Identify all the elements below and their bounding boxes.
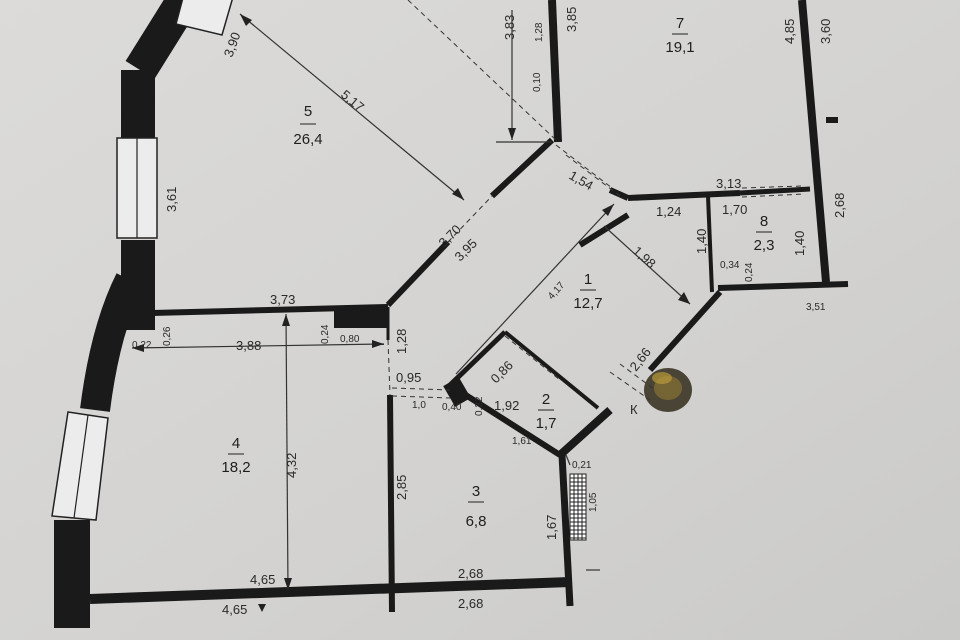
dim-label: 2,68: [458, 566, 483, 581]
dim-label: 4,32: [284, 453, 299, 478]
dim-label: 3,60: [818, 19, 833, 44]
dim-label: 4,65: [222, 602, 247, 617]
dim-label: 0,21: [572, 460, 592, 471]
dim-label: 0,24: [744, 262, 755, 282]
dim-label: 3,51: [806, 302, 826, 313]
dim-label: 1,24: [656, 204, 681, 219]
dim-label: 1,0: [412, 400, 426, 411]
room-8-area: 2,3: [754, 237, 775, 254]
dim-label: 3,88: [236, 338, 261, 353]
dim-label: 2,68: [458, 596, 483, 611]
dimension-labels: 3,90 5,17 3,61 3,83 1,28 3,85 0,10 4,85 …: [132, 7, 847, 617]
dim-label: 0,95: [396, 370, 421, 385]
room-4-number: 4: [232, 435, 240, 452]
dim-label: 1,70: [722, 202, 747, 217]
dim-label: 3,13: [716, 176, 741, 191]
dim-label: 0,22: [132, 340, 152, 351]
room-labels: 5 26,4 7 19,1 1 12,7 8 2,3 2 1,7 4 18,2 …: [221, 15, 774, 530]
room-5-number: 5: [304, 103, 312, 120]
window-top: [175, 0, 233, 36]
room-1-number: 1: [584, 271, 592, 288]
dim-label: 0,80: [340, 334, 360, 345]
dim-label: 0,32: [474, 396, 485, 416]
dim-label: 2,85: [394, 475, 409, 500]
dim-label: 0,10: [532, 72, 543, 92]
window-left-lower: [51, 411, 109, 521]
blurred-object: [644, 368, 692, 412]
dim-label: 3,61: [164, 187, 179, 212]
dim-label: 1,05: [588, 492, 599, 512]
dim-label: 1,28: [534, 22, 545, 42]
dim-label: 1,40: [694, 229, 709, 254]
dim-label: 0,40: [442, 402, 462, 413]
dim-label: К: [630, 402, 638, 417]
dimension-lines: [131, 10, 691, 612]
dim-label: 1,67: [544, 515, 559, 540]
dim-label: 0,26: [162, 326, 173, 346]
walls: [51, 0, 849, 628]
room-1-area: 12,7: [573, 295, 602, 312]
room-7-area: 19,1: [665, 39, 694, 56]
dim-label: 3,83: [502, 15, 517, 40]
dim-label: 2,68: [832, 193, 847, 218]
dim-label: 1,92: [494, 398, 519, 413]
room-8-number: 8: [760, 213, 768, 230]
dim-label: 1,61: [512, 436, 532, 447]
room-3-area: 6,8: [466, 513, 487, 530]
dim-label: 4,85: [782, 19, 797, 44]
vent-shaft: [569, 473, 587, 541]
room-7-number: 7: [676, 15, 684, 32]
room-5-area: 26,4: [293, 131, 322, 148]
dim-label: 4,65: [250, 572, 275, 587]
dim-label: 0,34: [720, 260, 740, 271]
room-2-number: 2: [542, 391, 550, 408]
dim-label: 3,73: [270, 292, 295, 307]
dim-label: 0,24: [320, 324, 331, 344]
dim-label: 1,28: [394, 329, 409, 354]
room-2-area: 1,7: [536, 415, 557, 432]
room-4-area: 18,2: [221, 459, 250, 476]
room-3-number: 3: [472, 483, 480, 500]
dim-label: 1,40: [792, 231, 807, 256]
dim-label: 3,85: [564, 7, 579, 32]
